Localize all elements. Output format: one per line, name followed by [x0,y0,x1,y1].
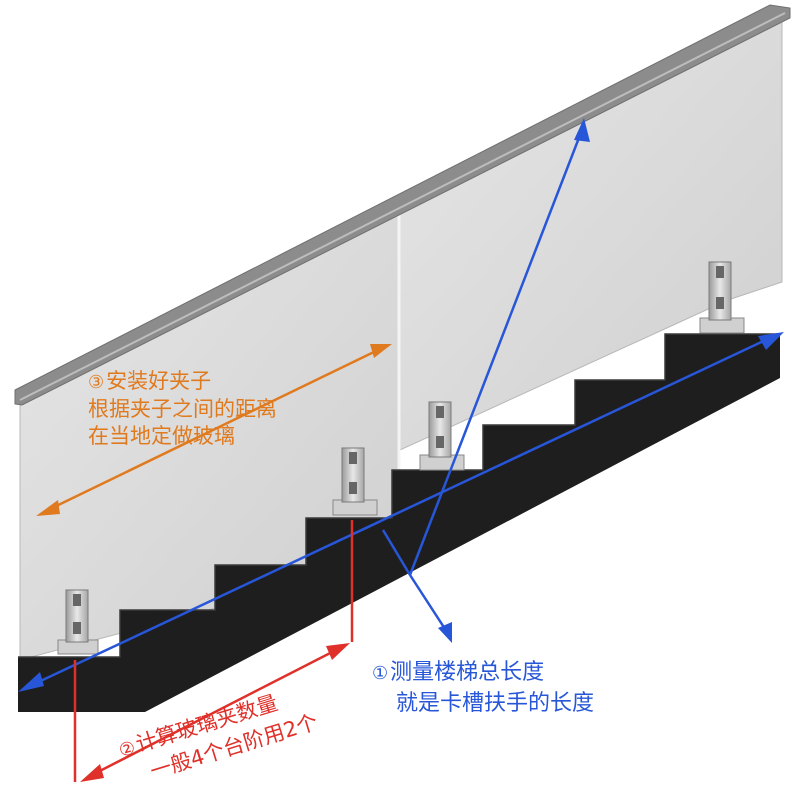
clamp-distance-arrow [36,344,392,516]
measure-note-line1: 测量楼梯总长度 [390,660,545,685]
clamp-count-dimension [73,520,354,782]
install-note: ③安装好夹子 根据夹子之间的距离 在当地定做玻璃 [88,368,277,450]
stairs [18,334,780,712]
install-note-line1: 安装好夹子 [106,369,212,393]
glass-clamp-4 [699,261,745,334]
measure-note-line2: 就是卡槽扶手的长度 [396,691,595,716]
install-note-line2: 根据夹子之间的距离 [88,397,277,421]
install-note-number: ③ [88,372,105,393]
handrail-pointer-arrows [381,118,590,643]
measure-note-number: ① [372,663,389,684]
install-note-line3: 在当地定做玻璃 [88,424,235,448]
measure-note: ①测量楼梯总长度 就是卡槽扶手的长度 [372,658,594,719]
glass-clamp-2 [332,447,378,516]
glass-clamp-1 [57,589,99,655]
glass-clamp-3 [419,401,465,471]
stair-length-arrow [18,332,784,692]
